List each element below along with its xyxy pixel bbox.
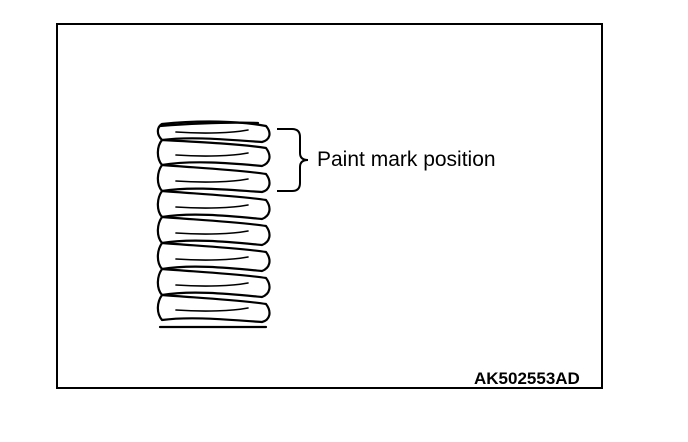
spring-coil-2 <box>156 138 271 168</box>
diagram-frame <box>56 23 603 389</box>
callout-label: Paint mark position <box>317 148 496 171</box>
spring-coil-3 <box>156 163 271 194</box>
figure-id: AK502553AD <box>474 369 580 388</box>
spring-coil-7 <box>156 267 271 299</box>
spring-coil-4 <box>156 189 271 221</box>
spring-coil-8 <box>156 293 271 324</box>
spring-coil-6 <box>156 241 271 273</box>
spring-coil-5 <box>156 215 271 247</box>
coil-spring <box>156 120 271 329</box>
callout-brace <box>277 128 309 192</box>
spring-top-end <box>158 121 260 128</box>
